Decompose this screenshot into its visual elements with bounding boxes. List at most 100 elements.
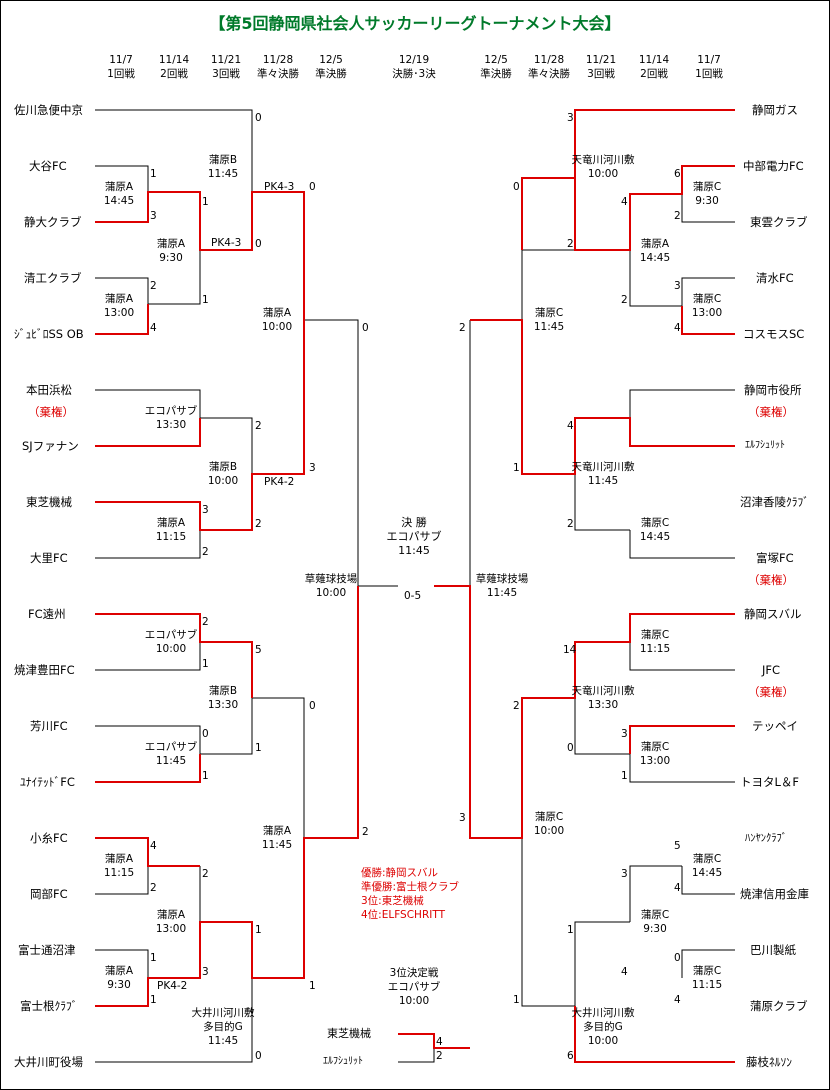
score: 4: [150, 322, 157, 334]
score: 4: [150, 840, 157, 852]
bracket-lines-red: [95, 109, 735, 1063]
score: 4: [674, 994, 681, 1006]
team-name: FC遠州: [28, 607, 66, 621]
team-name: 佐川急便中京: [14, 103, 83, 117]
score: 2: [150, 280, 157, 292]
team-name: 焼津信用金庫: [740, 887, 809, 901]
team-name: 藤枝ﾈﾙｿﾝ: [746, 1055, 792, 1069]
score: 2: [362, 826, 369, 838]
score: 2: [202, 546, 209, 558]
score: 2: [150, 882, 157, 894]
team-name: 静岡スバル: [744, 607, 802, 621]
score: 5: [255, 644, 262, 656]
forfeit-note: （棄権）: [28, 405, 74, 419]
pk-score: PK4-2: [264, 476, 295, 488]
score: 0: [674, 952, 681, 964]
team-name: 静大クラブ: [24, 215, 82, 229]
score: 0: [255, 238, 262, 250]
team-name: テッペイ: [752, 719, 798, 733]
score: 3: [621, 868, 628, 880]
final-score: 0-5: [404, 590, 422, 602]
page-title: 【第5回静岡県社会人サッカーリーグトーナメント大会】: [209, 14, 621, 33]
third-place-team: ｴﾙﾌｼｭﾘｯﾄ: [323, 1056, 363, 1067]
team-name: 静岡市役所: [744, 383, 802, 397]
team-name: 大井川町役場: [14, 1055, 83, 1069]
score: 3: [202, 966, 209, 978]
team-name: 東芝機械: [26, 495, 72, 509]
result-line: 優勝:静岡スバル: [361, 867, 439, 879]
team-name: 富士通沼津: [18, 943, 76, 957]
forfeit-note: （棄権）: [748, 405, 794, 419]
score: 1: [513, 462, 520, 474]
score: 3: [202, 504, 209, 516]
team-name: JFC: [762, 663, 781, 677]
team-name: 焼津豊田FC: [14, 663, 75, 677]
score: 3: [674, 280, 681, 292]
team-name: 小糸FC: [30, 831, 68, 845]
team-name: 沼津香陵ｸﾗﾌﾞ: [740, 495, 809, 509]
score: 2: [567, 518, 574, 530]
score: 3: [309, 462, 316, 474]
score: 5: [674, 840, 681, 852]
team-name: 蒲原クラブ: [750, 999, 808, 1013]
score: 6: [674, 168, 681, 180]
forfeit-note: （棄権）: [748, 573, 794, 587]
score: 0: [362, 322, 369, 334]
team-name: コスモスSC: [743, 327, 805, 341]
score: 1: [621, 770, 628, 782]
team-name: 静岡ガス: [752, 103, 798, 117]
score: 2: [436, 1050, 443, 1062]
score: 1: [513, 994, 520, 1006]
score: 2: [255, 518, 262, 530]
score: 4: [674, 322, 681, 334]
score: 1: [150, 168, 157, 180]
team-name: SJファナン: [22, 439, 79, 453]
score: 4: [567, 420, 574, 432]
forfeit-note: （棄権）: [748, 685, 794, 699]
score: 2: [459, 322, 466, 334]
team-name: 岡部FC: [30, 887, 68, 901]
score: 4: [674, 882, 681, 894]
score: 1: [202, 770, 209, 782]
score: 1: [150, 952, 157, 964]
team-name: ｴﾙﾌｼｭﾘｯﾄ: [745, 440, 785, 451]
score: 1: [255, 742, 262, 754]
score: 1: [567, 924, 574, 936]
score: 2: [621, 294, 628, 306]
score: 1: [202, 294, 209, 306]
result-line: 3位:東芝機械: [361, 895, 424, 907]
team-name: 大里FC: [30, 551, 68, 565]
team-name: 大谷FC: [29, 159, 67, 173]
team-name: 中部電力FC: [743, 159, 804, 173]
score: 1: [202, 196, 209, 208]
score: 1: [150, 994, 157, 1006]
team-name: ｼﾞｭﾋﾞﾛSS OB: [14, 327, 84, 341]
team-name: ﾕﾅｲﾃｯﾄﾞFC: [20, 775, 75, 789]
